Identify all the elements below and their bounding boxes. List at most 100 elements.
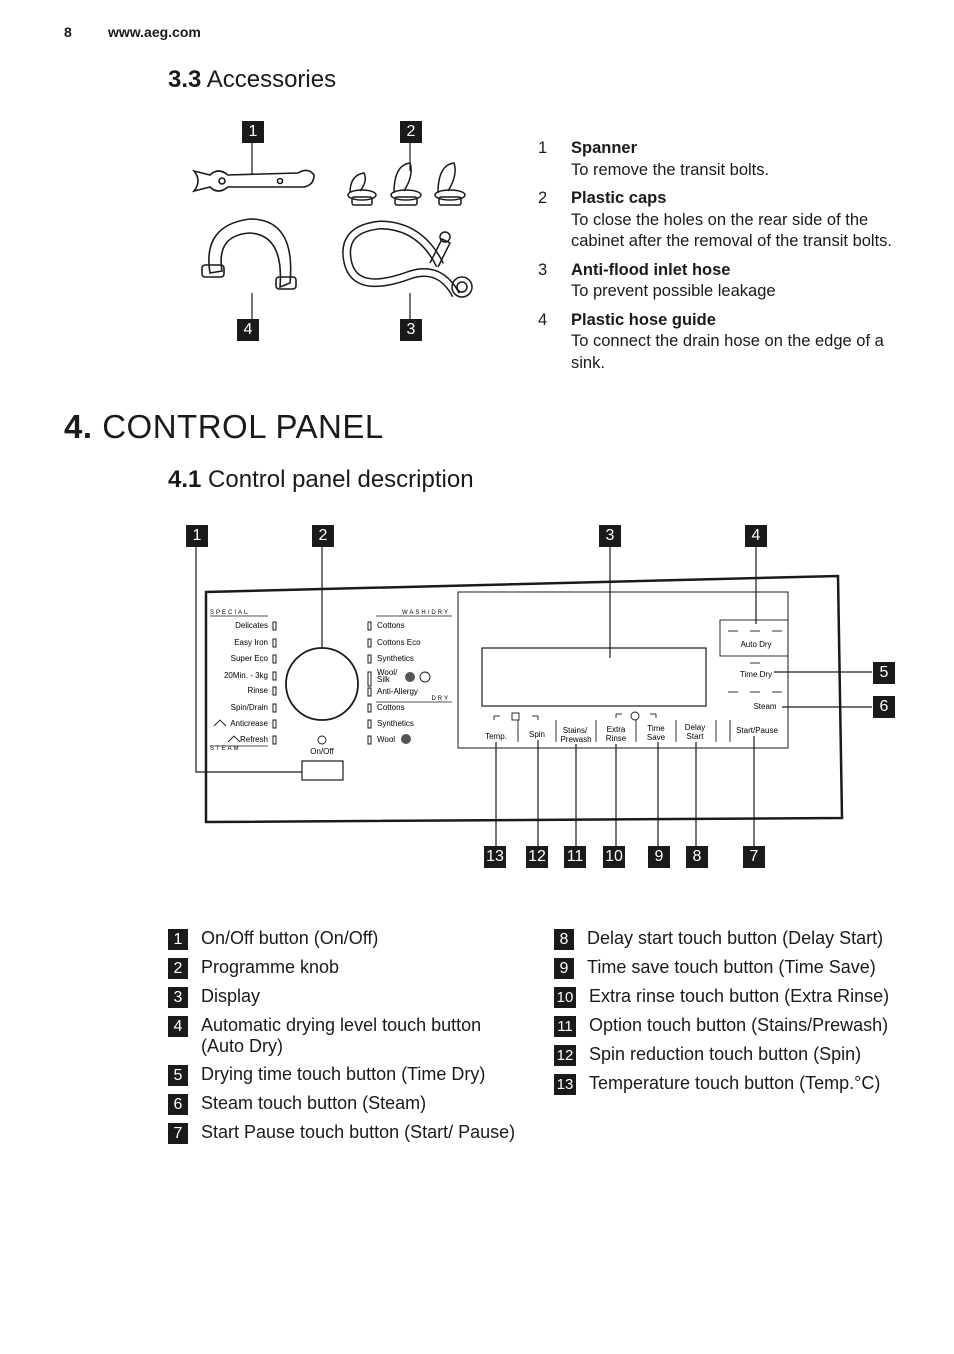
- spanner-icon: [191, 169, 315, 193]
- chapter-number: 4.: [64, 408, 93, 445]
- panel-outline: [204, 574, 844, 824]
- button-dividers: [493, 619, 789, 742]
- item-number: 4: [538, 310, 548, 329]
- programme-label: Anti-Allergy: [377, 687, 418, 696]
- steam-label: STEAM: [210, 746, 241, 752]
- programme-label: Silk: [377, 675, 391, 684]
- callout-badge: 6: [873, 696, 895, 718]
- item-desc: To close the holes on the rear side of t…: [571, 210, 893, 251]
- legend-number: 12: [554, 1045, 576, 1066]
- left-indicators: [272, 621, 277, 745]
- item-title: Plastic hose guide: [571, 310, 716, 329]
- callout-badge: 12: [526, 846, 548, 868]
- time-button-label: Time: [647, 724, 665, 733]
- programme-label: Anticrease: [230, 719, 268, 728]
- control-panel-diagram: SPECIAL STEAM Delicates Easy Iron Super …: [195, 546, 872, 846]
- legend-number: 10: [554, 987, 576, 1008]
- item-number: 2: [538, 189, 548, 207]
- programme-label: Synthetics: [377, 654, 414, 663]
- auto-dry-button-label: Auto Dry: [740, 640, 771, 649]
- legend-text: On/Off button (On/Off): [201, 928, 379, 948]
- item-title: Plastic caps: [571, 189, 667, 207]
- accessory-badge: 3: [400, 319, 422, 341]
- section-number: 3.3: [168, 66, 202, 93]
- accessory-badge: 1: [242, 121, 264, 143]
- programme-label: Cottons Eco: [377, 638, 421, 647]
- legend-number: 6: [168, 1094, 188, 1115]
- start-button-label: Start: [687, 732, 705, 741]
- temp-button-label: Temp.: [485, 732, 507, 741]
- programme-label: Spin/Drain: [231, 703, 268, 712]
- list-item: 8 Delay start touch button (Delay Start): [554, 928, 934, 950]
- item-desc: To remove the transit bolts.: [571, 160, 770, 179]
- hose-guide-icon: [201, 218, 297, 290]
- programme-label: Rinse: [248, 686, 269, 695]
- on-off-label: On/Off: [310, 747, 334, 756]
- callout-badge: 2: [312, 525, 334, 547]
- programme-label: Wool: [377, 735, 395, 744]
- legend-number: 9: [554, 958, 574, 979]
- steam-icon: [213, 719, 227, 727]
- section-heading-accessories: 3.3 Accessories: [168, 66, 336, 94]
- plastic-caps-icon: [347, 162, 466, 206]
- legend-text: Automatic drying level touch button (Aut…: [201, 1015, 482, 1056]
- legend-number: 13: [554, 1074, 576, 1095]
- list-item: 2 Programme knob: [168, 957, 518, 979]
- right-indicators: [367, 621, 372, 745]
- item-title: Spanner: [571, 139, 638, 157]
- programme-label: Cottons: [377, 621, 405, 630]
- callout-badge: 1: [186, 525, 208, 547]
- stains-button-label: Stains/: [563, 726, 588, 735]
- section-title: Control panel description: [208, 466, 474, 493]
- callout-badge: 7: [743, 846, 765, 868]
- callout-badge: 3: [599, 525, 621, 547]
- legend-number: 8: [554, 929, 574, 950]
- on-off-button: [301, 760, 344, 781]
- list-item: 1 On/Off button (On/Off): [168, 928, 518, 950]
- callout-badge: 5: [873, 662, 895, 684]
- handwash-icon: [419, 671, 431, 683]
- callout-badge: 8: [686, 846, 708, 868]
- save-button-label: Save: [647, 733, 666, 742]
- legend-number: 2: [168, 958, 188, 979]
- dry-label: DRY: [431, 696, 450, 702]
- chapter-title: CONTROL PANEL: [102, 408, 384, 445]
- legend-number: 1: [168, 929, 188, 950]
- callout-badge: 11: [564, 846, 586, 868]
- callout-badge: 10: [603, 846, 625, 868]
- callout-badge: 13: [484, 846, 506, 868]
- programme-label: Easy Iron: [234, 638, 268, 647]
- header-url: www.aeg.com: [108, 24, 201, 40]
- item-number: 3: [538, 260, 548, 279]
- legend-text: Start Pause touch button (Start/ Pause): [201, 1122, 516, 1142]
- legend-text: Drying time touch button (Time Dry): [201, 1064, 486, 1084]
- inlet-hose-icon: [342, 220, 473, 298]
- steam-button-label: Steam: [753, 702, 776, 711]
- legend-text: Delay start touch button (Delay Start): [587, 928, 884, 948]
- accessory-badge: 2: [400, 121, 422, 143]
- special-label: SPECIAL: [210, 610, 249, 616]
- programme-label: 20Min. - 3kg: [224, 671, 268, 680]
- power-icon: [317, 735, 327, 745]
- spin-button-label: Spin: [529, 730, 545, 739]
- item-title: Anti-flood inlet hose: [571, 260, 731, 279]
- legend-text: Programme knob: [201, 957, 340, 977]
- wash-dry-label: WASH/DRY: [402, 610, 450, 616]
- wool-icon: [405, 672, 415, 682]
- page-number: 8: [64, 24, 72, 40]
- programme-label: Delicates: [235, 621, 268, 630]
- wool-icon: [401, 734, 411, 744]
- programme-label: Synthetics: [377, 719, 414, 728]
